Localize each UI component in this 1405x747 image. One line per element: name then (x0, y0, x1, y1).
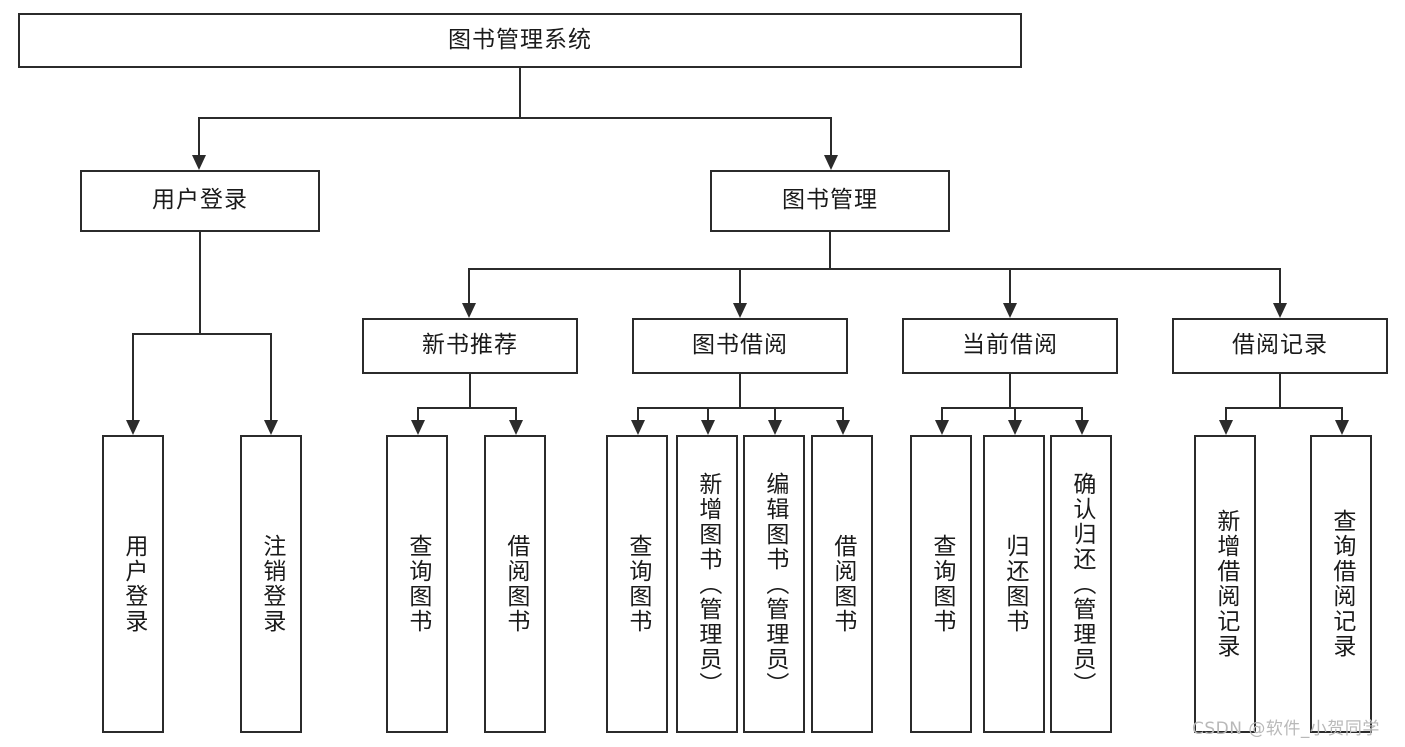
arrowhead-nbr-to-c1 (509, 420, 523, 435)
connector-user-login-bus (132, 333, 270, 335)
arrowhead-cb-to-c2 (1075, 420, 1089, 435)
node-bb-borrow-book[interactable]: 借阅图书 (811, 435, 873, 733)
node-book-admin-label: 图书管理 (782, 187, 878, 214)
arrowhead-book-admin-to-br (1273, 303, 1287, 318)
node-new-book-rec-label: 新书推荐 (422, 332, 518, 359)
node-bb-edit-book-label: 编辑图书（管理员） (761, 471, 788, 697)
connector-book-admin-to-nbr (468, 268, 470, 303)
arrowhead-bb-to-c0 (631, 420, 645, 435)
node-current-borrow-label: 当前借阅 (962, 332, 1058, 359)
connector-cb-to-c2 (1081, 407, 1083, 420)
node-br-query-record-label: 查询借阅记录 (1328, 509, 1355, 659)
arrowhead-bb-to-c1 (701, 420, 715, 435)
node-cb-confirm-return-label: 确认归还（管理员） (1068, 471, 1095, 697)
connector-user-login-to-login (132, 333, 134, 420)
connector-book-admin-bus (468, 268, 1280, 270)
arrowhead-br-to-c0 (1219, 420, 1233, 435)
arrowhead-book-admin-to-nbr (462, 303, 476, 318)
connector-nbr-stem (469, 374, 471, 407)
arrowhead-br-to-c1 (1335, 420, 1349, 435)
arrowhead-root-to-book-admin (824, 155, 838, 170)
arrowhead-book-admin-to-cb (1003, 303, 1017, 318)
arrowhead-cb-to-c0 (935, 420, 949, 435)
node-new-book-rec[interactable]: 新书推荐 (362, 318, 578, 374)
connector-user-login-to-logout (270, 333, 272, 420)
connector-book-admin-to-cb (1009, 268, 1011, 303)
node-book-admin[interactable]: 图书管理 (710, 170, 950, 232)
connector-bb-to-c1 (707, 407, 709, 420)
connector-bb-bus (637, 407, 842, 409)
arrowhead-user-login-to-login (126, 420, 140, 435)
connector-bb-to-c3 (842, 407, 844, 420)
node-br-query-record[interactable]: 查询借阅记录 (1310, 435, 1372, 733)
connector-br-to-c1 (1341, 407, 1343, 420)
node-book-borrow-label: 图书借阅 (692, 332, 788, 359)
connector-book-admin-stem (829, 232, 831, 268)
node-user-login-do-label: 用户登录 (120, 534, 147, 634)
node-nbr-borrow-book-label: 借阅图书 (502, 534, 529, 634)
connector-br-bus (1225, 407, 1341, 409)
csdn-watermark: CSDN @软件_小贺同学 (1192, 719, 1380, 739)
connector-br-to-c0 (1225, 407, 1227, 420)
node-root-label: 图书管理系统 (448, 26, 592, 53)
node-cb-confirm-return[interactable]: 确认归还（管理员） (1050, 435, 1112, 733)
arrowhead-book-admin-to-bb (733, 303, 747, 318)
node-bb-query-book[interactable]: 查询图书 (606, 435, 668, 733)
node-bb-query-book-label: 查询图书 (624, 534, 651, 634)
connector-br-stem (1279, 374, 1281, 407)
connector-cb-to-c0 (941, 407, 943, 420)
connector-cb-stem (1009, 374, 1011, 407)
node-current-borrow[interactable]: 当前借阅 (902, 318, 1118, 374)
node-bb-borrow-book-label: 借阅图书 (829, 534, 856, 634)
node-nbr-query-book-label: 查询图书 (404, 534, 431, 634)
connector-book-admin-to-bb (739, 268, 741, 303)
node-user-login-do[interactable]: 用户登录 (102, 435, 164, 733)
node-borrow-record-label: 借阅记录 (1232, 332, 1328, 359)
connector-root-stem (519, 68, 521, 117)
connector-nbr-to-c1 (515, 407, 517, 420)
connector-root-bus (198, 117, 830, 119)
arrowhead-nbr-to-c0 (411, 420, 425, 435)
connector-root-to-user-login (198, 117, 200, 155)
connector-cb-to-c1 (1014, 407, 1016, 420)
node-bb-add-book[interactable]: 新增图书（管理员） (676, 435, 738, 733)
connector-nbr-to-c0 (417, 407, 419, 420)
node-nbr-query-book[interactable]: 查询图书 (386, 435, 448, 733)
connector-cb-bus (941, 407, 1081, 409)
arrowhead-bb-to-c3 (836, 420, 850, 435)
node-cb-return-book-label: 归还图书 (1001, 534, 1028, 634)
connector-bb-stem (739, 374, 741, 407)
node-user-login-label: 用户登录 (152, 187, 248, 214)
arrowhead-cb-to-c1 (1008, 420, 1022, 435)
node-nbr-borrow-book[interactable]: 借阅图书 (484, 435, 546, 733)
node-br-add-record[interactable]: 新增借阅记录 (1194, 435, 1256, 733)
connector-user-login-stem (199, 232, 201, 333)
connector-bb-to-c0 (637, 407, 639, 420)
node-bb-edit-book[interactable]: 编辑图书（管理员） (743, 435, 805, 733)
arrowhead-user-login-to-logout (264, 420, 278, 435)
connector-nbr-bus (417, 407, 515, 409)
connector-book-admin-to-br (1279, 268, 1281, 303)
node-borrow-record[interactable]: 借阅记录 (1172, 318, 1388, 374)
node-bb-add-book-label: 新增图书（管理员） (694, 471, 721, 697)
node-user-logout-label: 注销登录 (258, 534, 285, 634)
connector-root-to-book-admin (830, 117, 832, 155)
node-user-logout[interactable]: 注销登录 (240, 435, 302, 733)
arrowhead-bb-to-c2 (768, 420, 782, 435)
node-cb-query-book-label: 查询图书 (928, 534, 955, 634)
node-root[interactable]: 图书管理系统 (18, 13, 1022, 68)
connector-bb-to-c2 (774, 407, 776, 420)
node-cb-query-book[interactable]: 查询图书 (910, 435, 972, 733)
node-cb-return-book[interactable]: 归还图书 (983, 435, 1045, 733)
node-book-borrow[interactable]: 图书借阅 (632, 318, 848, 374)
node-br-add-record-label: 新增借阅记录 (1212, 509, 1239, 659)
node-user-login[interactable]: 用户登录 (80, 170, 320, 232)
arrowhead-root-to-user-login (192, 155, 206, 170)
